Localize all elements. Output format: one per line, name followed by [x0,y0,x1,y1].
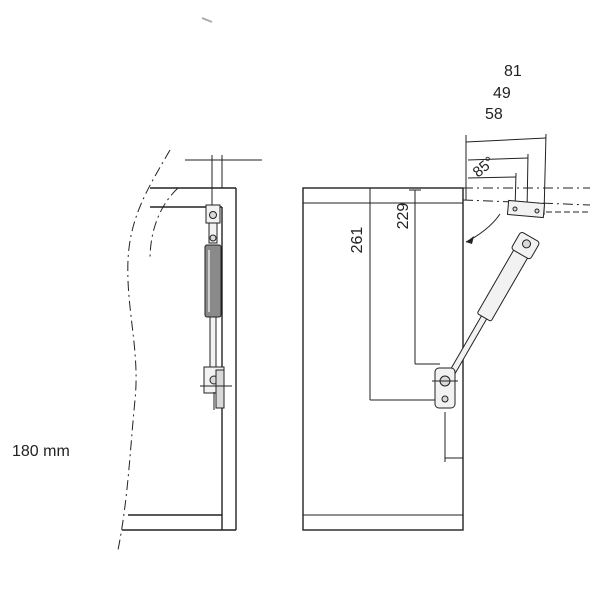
corner-mark [201,17,213,23]
top-hinge [506,199,546,219]
swing-arc [465,213,501,243]
upper-pivot [209,211,217,219]
dim-49-label: 49 [493,85,511,102]
door-panel [302,187,464,531]
door-bracket [434,367,456,409]
diagonal-strut [444,232,540,383]
dim-81-line [465,137,547,143]
break-line-inner [149,187,179,261]
strut-cylinder-diag [477,248,529,322]
dim-58-label: 58 [485,106,503,123]
height-note: 180 mm [12,443,70,460]
strut-piston [209,316,217,368]
mounting-plate [215,369,225,409]
strut-end-top-pin [522,239,531,249]
top-hinge-screw-2 [534,208,540,214]
dim-58-line [467,176,517,179]
front-view: 261 229 81 49 58 85° [302,63,591,531]
strut-rod-top [208,222,218,244]
strut-rod-pin [209,234,217,242]
swing-arc-arrow [466,236,474,244]
dim-81-ext-right [543,133,547,216]
side-view: 180 mm [12,149,262,551]
angle-label: 85° [470,153,498,181]
dim-81-label: 81 [504,63,522,80]
top-hinge-screw-1 [512,206,518,212]
break-line-outer [117,149,171,551]
dim-261-label: 261 [349,227,366,254]
dim-229-label: 229 [395,203,412,230]
dim-49-line [467,157,529,161]
strut-cylinder [204,244,222,318]
door-bracket-screw [441,395,449,403]
